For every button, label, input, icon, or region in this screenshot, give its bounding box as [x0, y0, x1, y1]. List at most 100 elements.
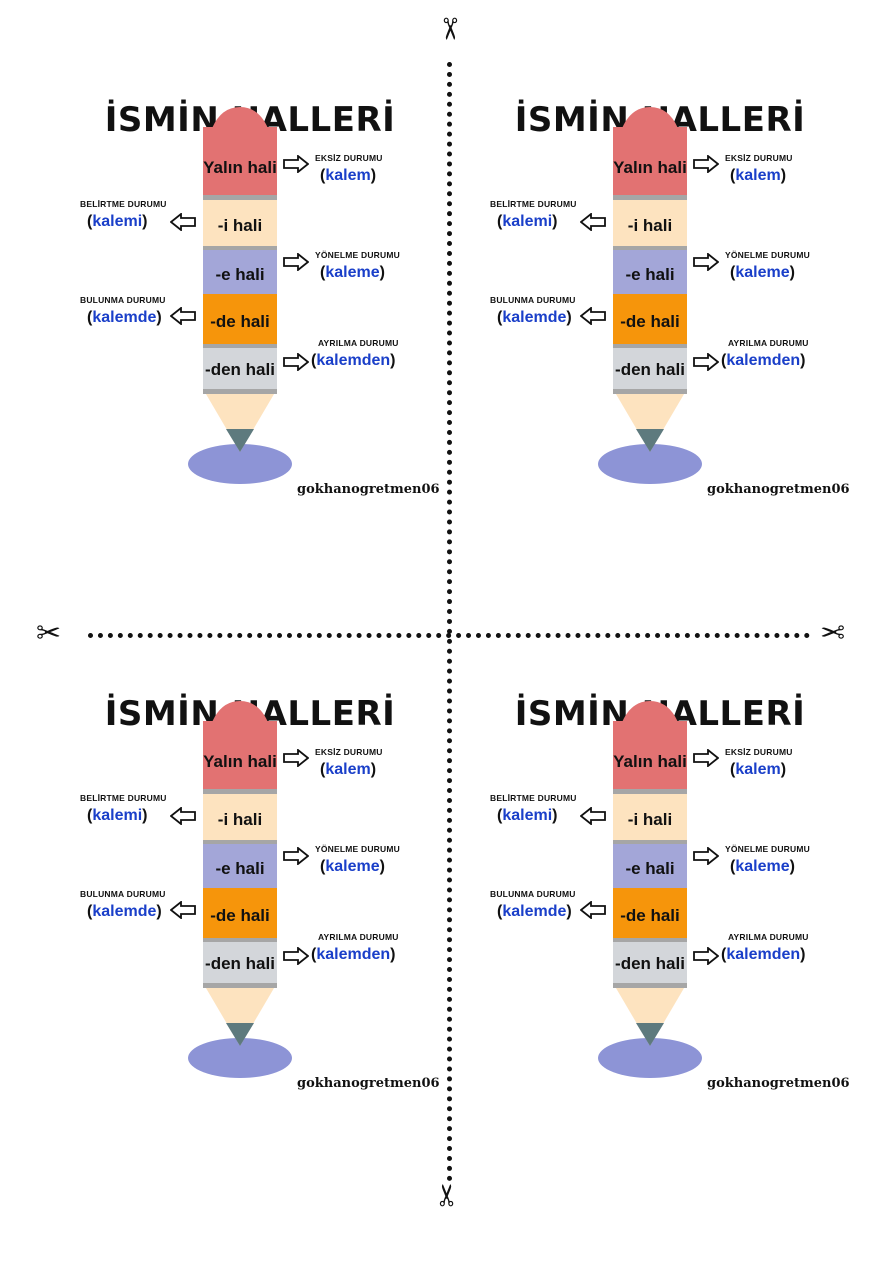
ayrilma-durumu-label: AYRILMA DURUMU	[728, 932, 809, 942]
belirtme-example: (kalemi)	[87, 213, 148, 230]
pencil-band	[203, 195, 277, 200]
segment-label-i: -i hali	[628, 810, 672, 829]
belirtme-example: (kalemi)	[497, 807, 558, 824]
arrow-right-icon	[283, 253, 309, 271]
watermark-text: gokhanogretmen06	[707, 1076, 850, 1091]
eksiz-durumu-label: EKSİZ DURUMU	[725, 747, 793, 757]
pencil-base	[598, 1038, 702, 1078]
pencil-diagram: Yalın hali -i hali -e hali -de hali -den…	[188, 701, 292, 1078]
segment-label-yalin: Yalın hali	[203, 752, 277, 771]
segment-i	[203, 794, 277, 840]
pencil-base	[188, 1038, 292, 1078]
segment-label-e: -e hali	[625, 265, 674, 284]
pencil-band	[203, 840, 277, 844]
pencil-band	[613, 789, 687, 794]
segment-label-e: -e hali	[215, 265, 264, 284]
segment-label-de: -de hali	[210, 312, 270, 331]
pencil-band	[613, 195, 687, 200]
segment-label-yalin: Yalın hali	[613, 158, 687, 177]
segment-yalin	[203, 127, 277, 195]
arrow-right-icon	[283, 947, 309, 965]
segment-label-i: -i hali	[628, 216, 672, 235]
yonelme-example: (kaleme)	[320, 264, 385, 281]
segment-label-e: -e hali	[625, 859, 674, 878]
belirtme-example: (kalemi)	[87, 807, 148, 824]
bulunma-example: (kalemde)	[87, 903, 162, 920]
pencil-band	[613, 389, 687, 394]
ayrilma-durumu-label: AYRILMA DURUMU	[728, 338, 809, 348]
vertical-cut-line	[447, 62, 452, 1182]
arrow-right-icon	[693, 353, 719, 371]
arrow-right-icon	[693, 847, 719, 865]
pencil-tip-wood	[613, 389, 687, 452]
segment-de	[613, 294, 687, 344]
belirtme-example: (kalemi)	[497, 213, 558, 230]
pencil-tip-lead	[636, 1023, 664, 1046]
segment-i	[613, 794, 687, 840]
bulunma-durumu-label: BULUNMA DURUMU	[80, 295, 166, 305]
arrow-left-icon	[580, 807, 606, 825]
eksiz-example: (kalem)	[320, 761, 377, 778]
ismin-halleri-card: İSMİN HALLERİ Yalın hali -i hali -e hali…	[40, 12, 460, 572]
bulunma-durumu-label: BULUNMA DURUMU	[490, 889, 576, 899]
pencil-band	[203, 246, 277, 250]
segment-yalin	[203, 721, 277, 789]
pencil-tip-lead	[226, 429, 254, 452]
ismin-halleri-card: İSMİN HALLERİ Yalın hali -i hali -e hali…	[450, 12, 870, 572]
ayrilma-example: (kalemden)	[311, 352, 396, 369]
segment-label-den: -den hali	[615, 954, 685, 973]
belirtme-durumu-label: BELİRTME DURUMU	[80, 793, 167, 803]
yonelme-example: (kaleme)	[730, 264, 795, 281]
ismin-halleri-card: İSMİN HALLERİ Yalın hali -i hali -e hali…	[450, 606, 870, 1166]
segment-e	[203, 250, 277, 294]
arrow-left-icon	[170, 213, 196, 231]
eksiz-example: (kalem)	[730, 167, 787, 184]
scissors-icon: ✂	[36, 616, 62, 651]
segment-den	[613, 942, 687, 983]
segment-label-i: -i hali	[218, 216, 262, 235]
ayrilma-durumu-label: AYRILMA DURUMU	[318, 932, 399, 942]
yonelme-durumu-label: YÖNELME DURUMU	[725, 844, 810, 854]
segment-label-e: -e hali	[215, 859, 264, 878]
ayrilma-durumu-label: AYRILMA DURUMU	[318, 338, 399, 348]
yonelme-example: (kaleme)	[320, 858, 385, 875]
pencil-band	[613, 344, 687, 348]
segment-den	[203, 348, 277, 389]
watermark-text: gokhanogretmen06	[297, 482, 440, 497]
segment-de	[203, 294, 277, 344]
watermark-text: gokhanogretmen06	[707, 482, 850, 497]
bulunma-example: (kalemde)	[497, 903, 572, 920]
bulunma-example: (kalemde)	[497, 309, 572, 326]
segment-label-de: -de hali	[620, 312, 680, 331]
bulunma-durumu-label: BULUNMA DURUMU	[490, 295, 576, 305]
pencil-band	[203, 344, 277, 348]
pencil-diagram: Yalın hali -i hali -e hali -de hali -den…	[598, 107, 702, 484]
pencil-tip-wood	[613, 983, 687, 1046]
pencil-band	[613, 840, 687, 844]
arrow-right-icon	[693, 749, 719, 767]
belirtme-durumu-label: BELİRTME DURUMU	[80, 199, 167, 209]
pencil-diagram: Yalın hali -i hali -e hali -de hali -den…	[188, 107, 292, 484]
eksiz-durumu-label: EKSİZ DURUMU	[725, 153, 793, 163]
segment-i	[613, 200, 687, 246]
arrow-right-icon	[693, 947, 719, 965]
segment-label-den: -den hali	[615, 360, 685, 379]
arrow-left-icon	[170, 807, 196, 825]
eksiz-example: (kalem)	[320, 167, 377, 184]
pencil-band	[203, 389, 277, 394]
segment-den	[613, 348, 687, 389]
horizontal-cut-line	[88, 633, 810, 638]
segment-yalin	[613, 721, 687, 789]
segment-den	[203, 942, 277, 983]
pencil-base	[598, 444, 702, 484]
belirtme-durumu-label: BELİRTME DURUMU	[490, 199, 577, 209]
arrow-left-icon	[170, 901, 196, 919]
segment-label-yalin: Yalın hali	[613, 752, 687, 771]
arrow-right-icon	[283, 847, 309, 865]
segment-e	[613, 250, 687, 294]
scissors-icon: ✂	[430, 1182, 466, 1208]
arrow-right-icon	[283, 353, 309, 371]
ayrilma-example: (kalemden)	[721, 352, 806, 369]
bulunma-durumu-label: BULUNMA DURUMU	[80, 889, 166, 899]
pencil-tip-wood	[203, 389, 277, 452]
